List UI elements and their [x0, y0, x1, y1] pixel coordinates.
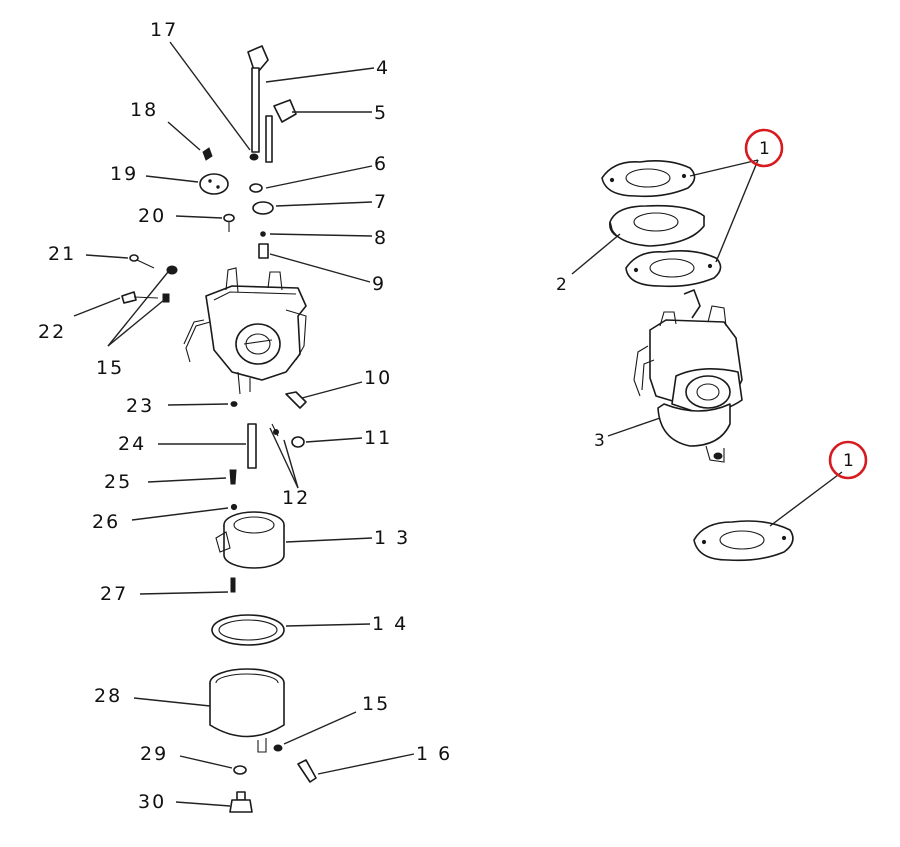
- callout-21: 21: [48, 243, 76, 265]
- part-needle-valve: [258, 243, 269, 259]
- callout-10: 10: [364, 367, 392, 389]
- callout-20: 20: [138, 205, 166, 227]
- part-seal-cap: [252, 201, 274, 215]
- callout-1-top: 1: [759, 139, 770, 159]
- callouts-left: 17 4 5 18 6 19 7 20 8 21 9 22 15 10 23 2…: [38, 19, 452, 813]
- callout-26: 26: [92, 511, 120, 533]
- callouts-right: 1 2 3 1: [556, 139, 854, 471]
- callout-25: 25: [104, 471, 132, 493]
- callout-2: 2: [556, 275, 567, 295]
- part-drain-screw: [297, 759, 317, 783]
- part-carburetor-assembly: [633, 289, 743, 463]
- part-bowl-gasket: [211, 614, 285, 646]
- part-carburetor-body: [183, 267, 307, 395]
- callout-7: 7: [374, 191, 388, 213]
- part-gasket-bottom: [693, 520, 794, 562]
- callout-3: 3: [594, 431, 605, 451]
- callout-14: 1 4: [372, 613, 408, 635]
- callout-28: 28: [94, 685, 122, 707]
- callout-11: 11: [364, 427, 392, 449]
- part-bowl-washer: [233, 765, 247, 775]
- part-throttle-plate: [199, 173, 229, 195]
- part-choke-shaft: [265, 99, 297, 163]
- part-main-nozzle: [247, 423, 257, 469]
- part-gasket-middle: [625, 250, 722, 288]
- part-float: [215, 511, 285, 569]
- callout-29: 29: [140, 743, 168, 765]
- callout-27: 27: [100, 583, 128, 605]
- part-float-hinge: [271, 423, 279, 437]
- part-seal: [249, 153, 259, 161]
- callout-23: 23: [126, 395, 154, 417]
- callout-13: 1 3: [374, 527, 410, 549]
- highlight-circle-bottom: [828, 440, 868, 480]
- highlight-circles: [744, 128, 868, 480]
- callout-4: 4: [376, 57, 390, 79]
- callout-15-upper: 15: [96, 357, 124, 379]
- part-float-pin: [285, 391, 307, 409]
- callout-6: 6: [374, 153, 388, 175]
- callout-9: 9: [372, 273, 386, 295]
- callout-19: 19: [110, 163, 138, 185]
- part-float-bowl: [209, 668, 285, 753]
- part-screw: [223, 213, 235, 232]
- part-float-needle: [230, 577, 236, 593]
- callout-22: 22: [38, 321, 66, 343]
- part-nut: [166, 265, 178, 275]
- part-fitting: [291, 436, 305, 448]
- callout-1-bottom: 1: [843, 451, 854, 471]
- part-washer-small: [162, 293, 170, 303]
- callout-12: 12: [282, 487, 310, 509]
- part-screw-idle: [230, 401, 238, 407]
- part-pin: [260, 231, 266, 237]
- callout-17: 17: [150, 19, 178, 41]
- callout-15-lower: 15: [362, 693, 390, 715]
- part-drain-nut: [273, 744, 283, 752]
- part-throttle-shaft: [247, 45, 269, 153]
- callout-8: 8: [374, 227, 388, 249]
- highlight-circle-top: [744, 128, 784, 168]
- callout-16: 1 6: [416, 743, 452, 765]
- part-main-jet: [229, 469, 237, 485]
- part-spring: [202, 147, 213, 161]
- part-spacer: [609, 204, 705, 247]
- callout-18: 18: [130, 99, 158, 121]
- part-gasket-top: [601, 160, 696, 198]
- part-bolt: [129, 254, 155, 269]
- part-spring-small: [230, 503, 238, 511]
- callout-24: 24: [118, 433, 146, 455]
- part-washer: [249, 183, 263, 193]
- part-screw-long: [121, 291, 159, 304]
- part-bowl-nut: [229, 791, 253, 813]
- leader-lines-right: [571, 159, 843, 527]
- callout-30: 30: [138, 791, 166, 813]
- callout-5: 5: [374, 102, 388, 124]
- leader-lines-left: [73, 41, 415, 807]
